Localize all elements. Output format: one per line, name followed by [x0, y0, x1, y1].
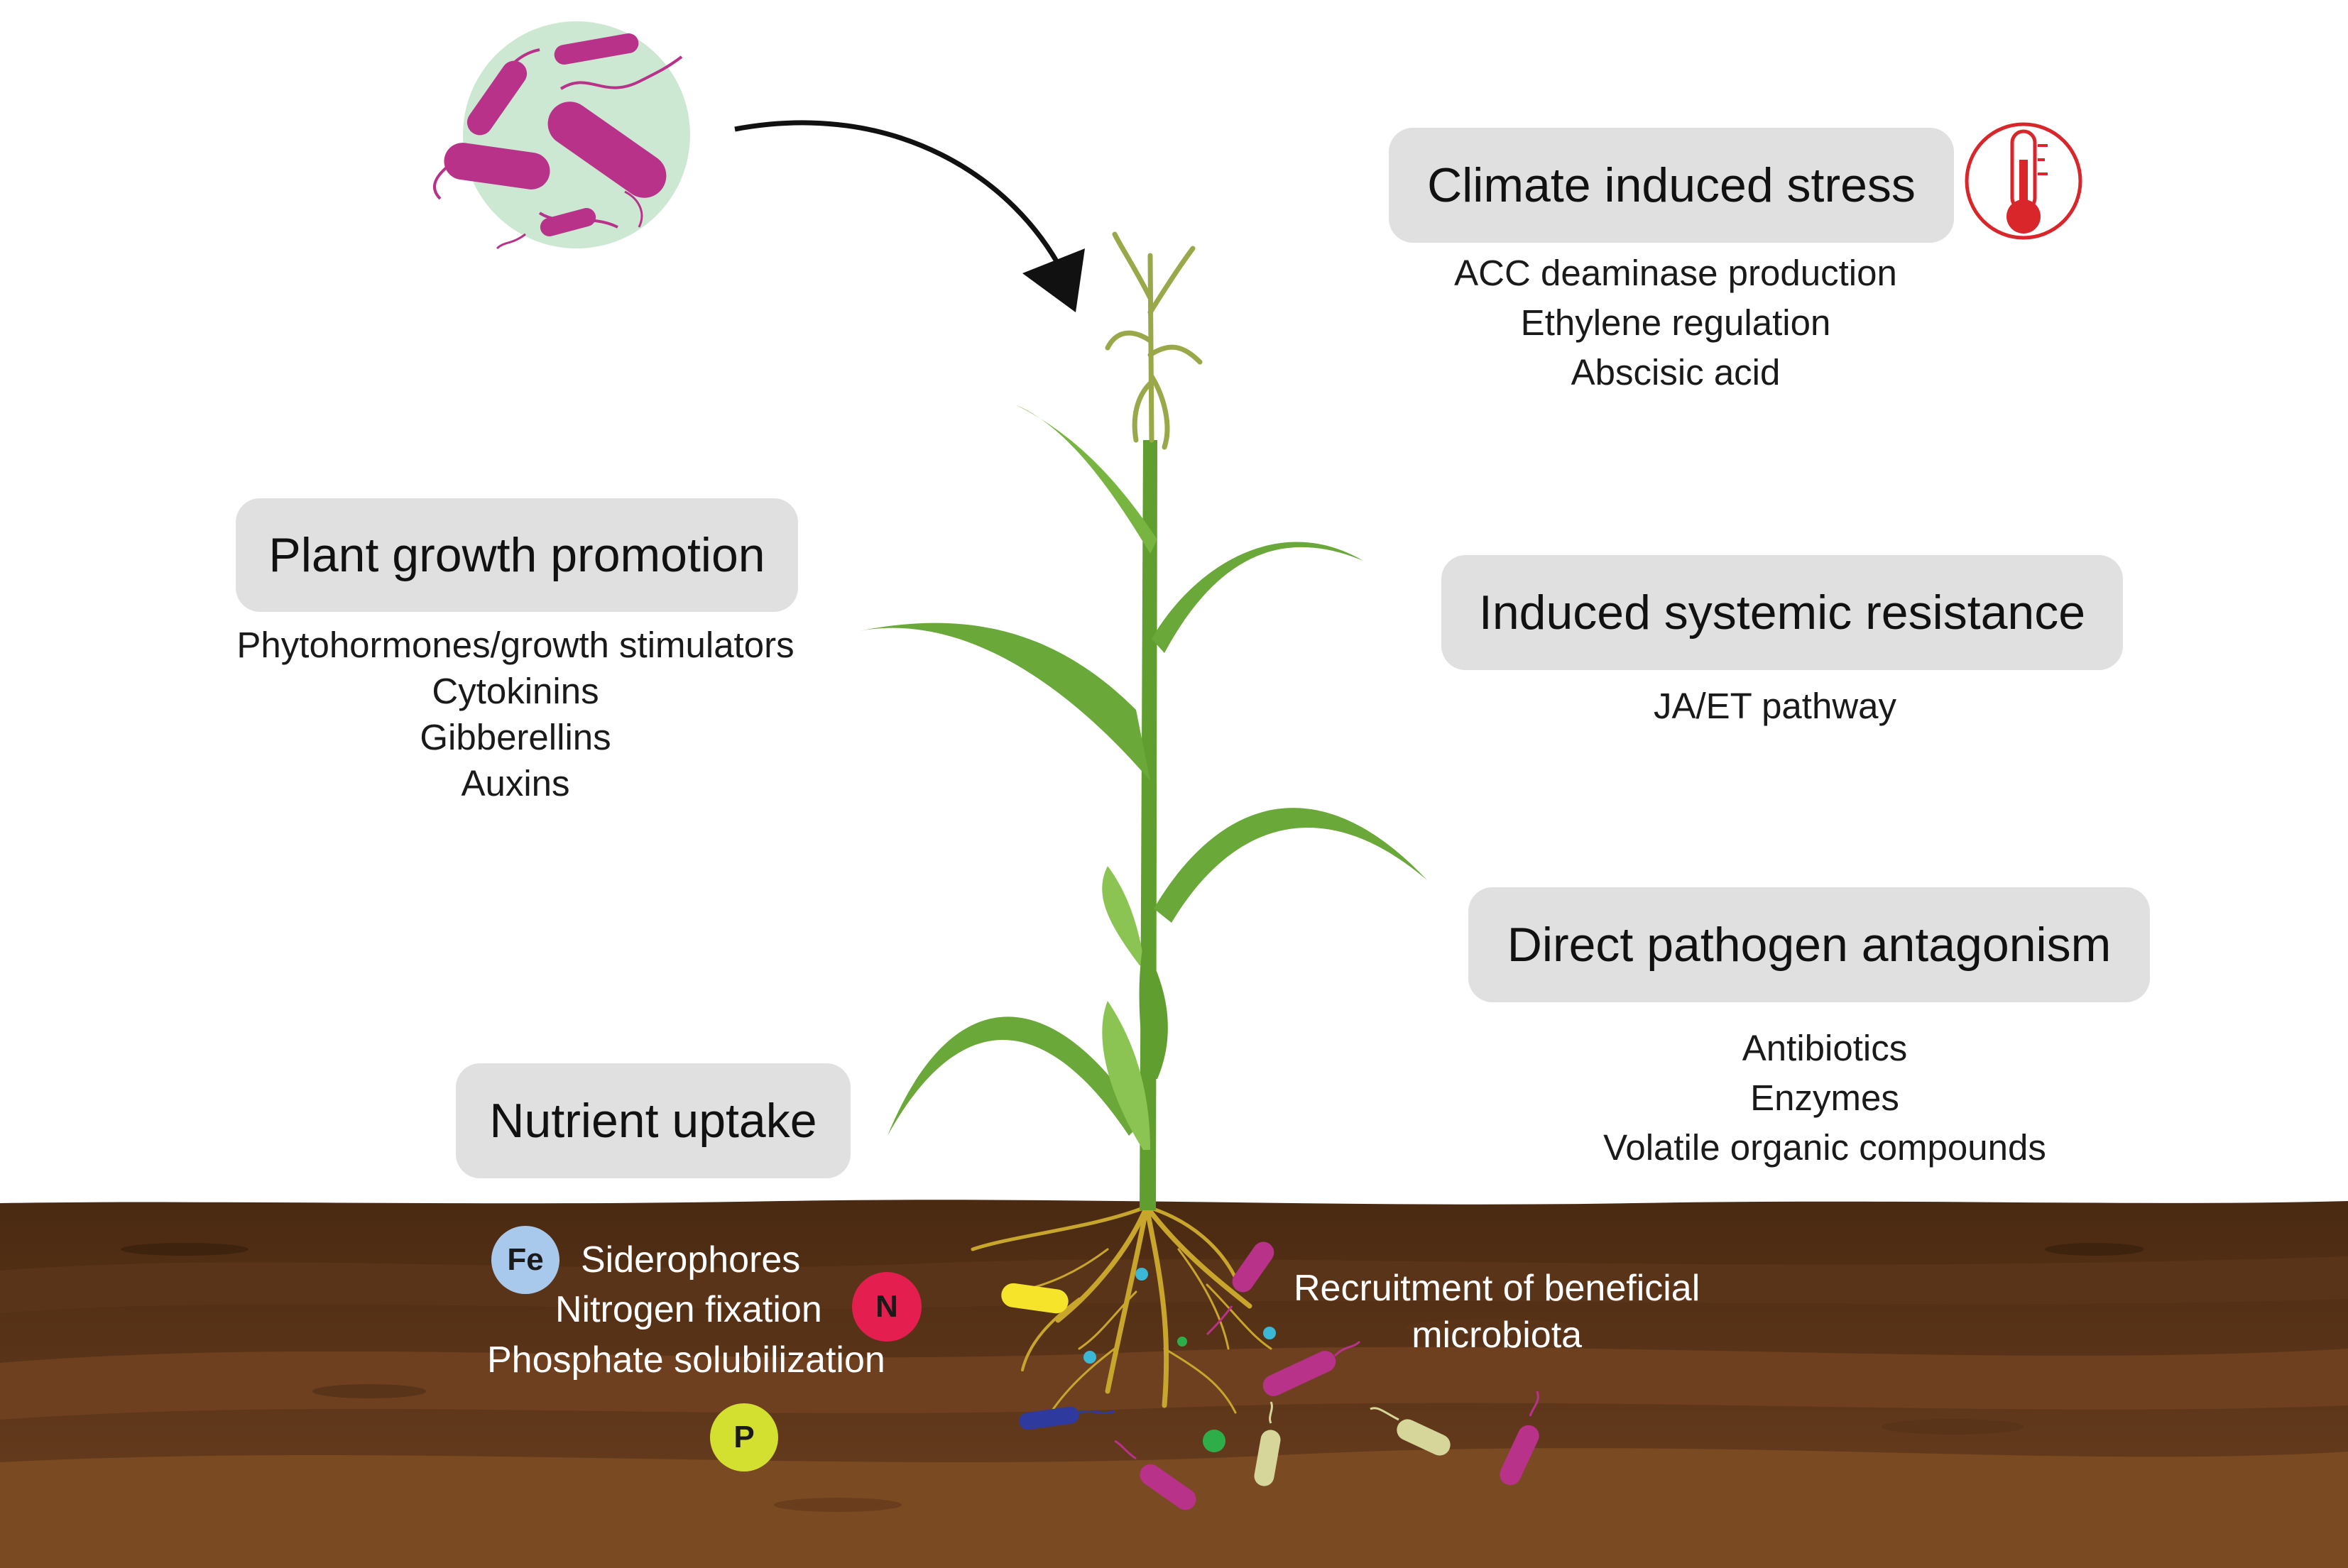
- growth-item: Auxins: [461, 763, 570, 804]
- soil-bacteria: [1001, 1241, 1539, 1511]
- pathogen-item: Enzymes: [1750, 1078, 1899, 1118]
- recruitment-line: microbiota: [1411, 1315, 1583, 1356]
- recruitment-line: Recruitment of beneficial: [1294, 1268, 1700, 1309]
- isr-items: JA/ET pathway: [1456, 681, 2095, 731]
- climate-item: Abscisic acid: [1571, 352, 1781, 393]
- isr-item: JA/ET pathway: [1653, 686, 1897, 726]
- recruitment-label: Recruitment of beneficial microbiota: [1294, 1265, 1700, 1359]
- pathogen-item: Antibiotics: [1742, 1028, 1908, 1068]
- isr-label: Induced systemic resistance: [1441, 555, 2123, 670]
- pathogen-antagonism-label: Direct pathogen antagonism: [1468, 887, 2150, 1002]
- climate-item: ACC deaminase production: [1454, 253, 1897, 293]
- nitrogen-fixation-label: Nitrogen fixation: [555, 1289, 822, 1330]
- phosphate-solubilization-label: Phosphate solubilization: [487, 1339, 885, 1381]
- arrow-icon: [734, 120, 1085, 312]
- climate-item: Ethylene regulation: [1520, 302, 1831, 343]
- growth-promotion-label: Plant growth promotion: [236, 498, 798, 612]
- pathogen-item: Volatile organic compounds: [1603, 1127, 2046, 1168]
- iron-badge-icon: Fe: [491, 1226, 559, 1294]
- corn-plant-icon: [856, 231, 1427, 1414]
- climate-stress-items: ACC deaminase production Ethylene regula…: [1349, 248, 2002, 398]
- bacteria-cluster-icon: [432, 21, 690, 250]
- climate-stress-label: Climate induced stress: [1389, 128, 1954, 243]
- phosphate-badge-icon: P: [710, 1403, 778, 1471]
- siderophores-label: Siderophores: [581, 1239, 801, 1281]
- thermometer-icon: [1965, 122, 2082, 240]
- soil: [0, 1200, 2348, 1568]
- growth-promotion-items: Phytohormones/growth stimulators Cytokin…: [160, 622, 870, 806]
- growth-item: Phytohormones/growth stimulators: [236, 625, 795, 665]
- nutrient-uptake-label: Nutrient uptake: [456, 1063, 851, 1178]
- growth-item: Cytokinins: [432, 671, 599, 711]
- growth-item: Gibberellins: [420, 717, 611, 757]
- nitrogen-badge-icon: N: [852, 1272, 922, 1342]
- pathogen-items: Antibiotics Enzymes Volatile organic com…: [1470, 1024, 2180, 1173]
- root-system: [971, 1204, 1272, 1414]
